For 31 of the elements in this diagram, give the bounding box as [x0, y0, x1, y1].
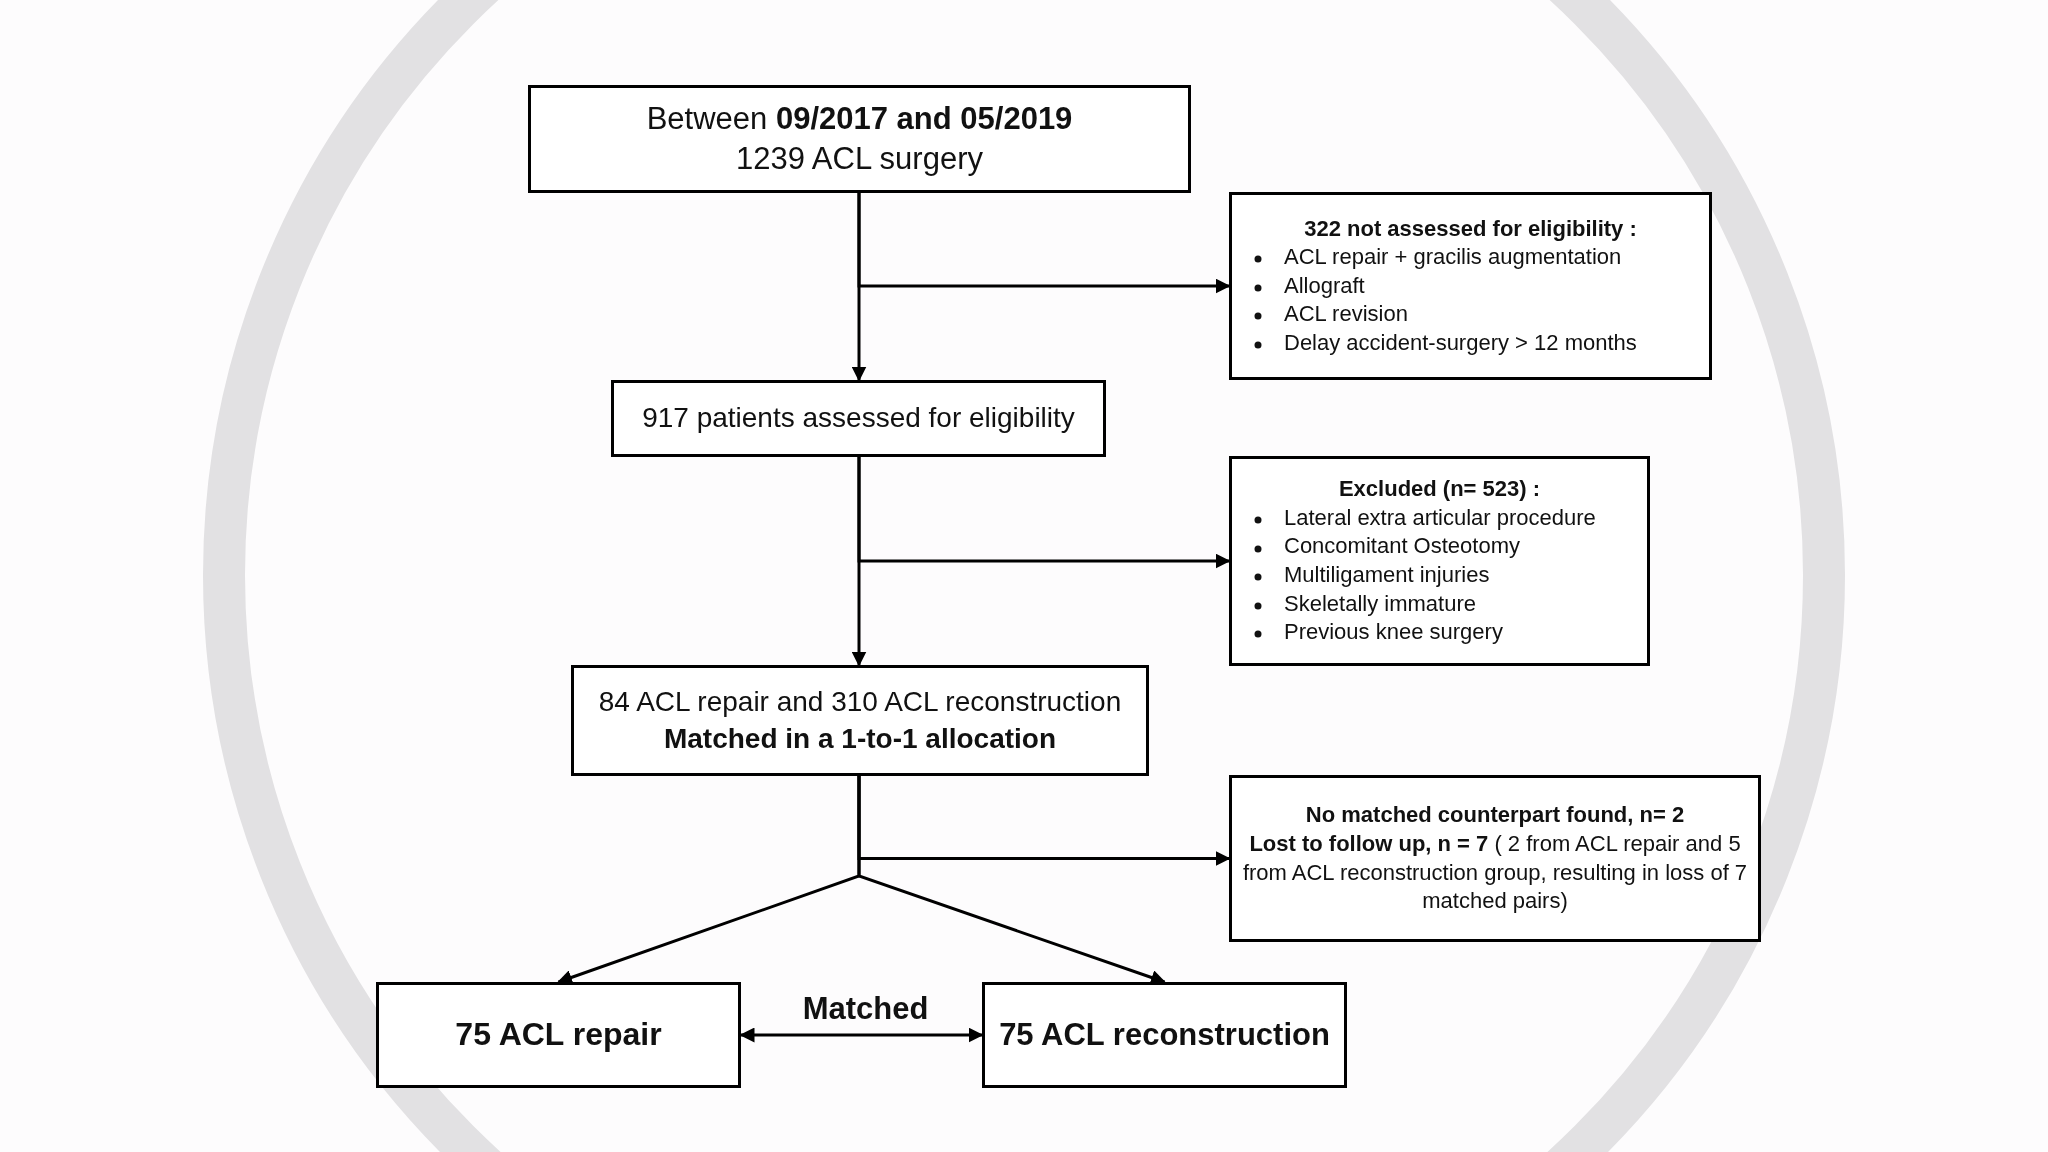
arrow — [857, 193, 1231, 294]
box-text: 75 ACL repair — [455, 1015, 662, 1055]
process-box — [528, 85, 1191, 193]
list-item: ACL revision — [1284, 301, 1408, 327]
process-box — [376, 982, 741, 1088]
box-text: Matched in a 1-to-1 allocation — [663, 721, 1057, 756]
list-item: Delay accident-surgery > 12 months — [1284, 329, 1637, 355]
arrow — [739, 1027, 984, 1043]
list-item: Allograft — [1284, 272, 1365, 298]
box-text: Lost to follow up, n = 7 ( 2 from ACL repair and 5 from ACL reconstruction group, resulting in loss of 7 matched pairs) — [1241, 829, 1749, 916]
list-item: ACL repair + gracilis augmentation — [1284, 244, 1622, 270]
box-heading: Excluded (n= 523) : — [1337, 475, 1542, 504]
list-item: Concomitant Osteotomy — [1284, 533, 1520, 559]
box-text: Between 09/2017 and 05/2019 — [646, 99, 1073, 138]
process-box — [1229, 775, 1761, 942]
list-item: Previous knee surgery — [1284, 619, 1503, 645]
box-text: No matched counterpart found, n= 2 — [1305, 801, 1685, 830]
box-text: 75 ACL reconstruction — [999, 1015, 1330, 1054]
process-box — [571, 665, 1149, 776]
exclusion-box — [1229, 456, 1650, 666]
process-box — [982, 982, 1347, 1088]
arrow — [857, 457, 1231, 569]
process-box — [611, 380, 1106, 457]
exclusion-box — [1229, 192, 1712, 380]
list-item: Lateral extra articular procedure — [1284, 504, 1596, 530]
list-item: Skeletally immature — [1284, 590, 1476, 616]
box-text: 84 ACL repair and 310 ACL reconstruction — [598, 685, 1122, 720]
list-item: Multiligament injuries — [1284, 562, 1490, 587]
box-text: 1239 ACL surgery — [736, 140, 983, 178]
box-text: 917 patients assessed for eligibility — [642, 401, 1075, 436]
box-heading: 322 not assessed for eligibility : — [1303, 214, 1638, 243]
